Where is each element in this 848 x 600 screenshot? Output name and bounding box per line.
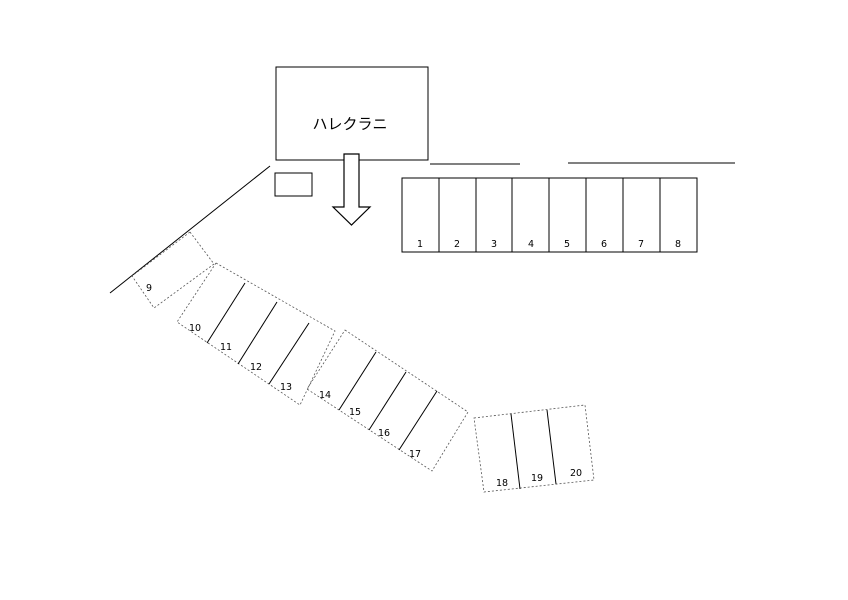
parking-row-14-17-outline [306,329,469,472]
boundary-line-left [109,165,271,294]
space-label-18: 18 [496,478,508,489]
parking-row-14-17: 14 15 16 17 [306,329,469,472]
space-label-2: 2 [454,239,460,250]
space-divider [546,409,557,485]
space-label-4: 4 [528,239,534,250]
space-label-1: 1 [417,239,423,250]
space-divider [206,282,246,344]
space-divider [368,371,407,431]
space-label-12: 12 [250,362,262,373]
space-label-8: 8 [675,239,681,250]
space-label-11: 11 [220,342,232,353]
space-label-20: 20 [570,468,582,479]
parking-row-10-13: 10 11 12 13 [176,262,336,406]
entrance-arrow-icon [331,153,372,226]
space-label-5: 5 [564,239,570,250]
parking-space-9-outline [131,231,215,309]
space-label-14: 14 [319,390,331,401]
space-label-3: 3 [491,239,497,250]
space-label-7: 7 [638,239,644,250]
space-label-9: 9 [146,283,152,294]
space-label-19: 19 [531,473,543,484]
space-label-16: 16 [378,428,390,439]
space-divider [398,390,438,451]
space-divider [510,413,521,490]
parking-row-10-13-outline [176,262,336,406]
space-label-6: 6 [601,239,607,250]
parking-row-18-20: 18 19 20 [473,404,595,493]
space-divider [237,301,278,365]
building-label: ハレクラニ [312,115,387,133]
space-label-10: 10 [189,323,201,334]
space-label-13: 13 [280,382,292,393]
small-box [274,172,313,197]
space-label-17: 17 [409,449,421,460]
space-divider [268,322,310,385]
parking-row-1-8: 1 2 3 4 5 6 7 8 [401,177,698,253]
space-divider [338,351,377,411]
building-outline [275,66,429,161]
space-label-15: 15 [349,407,361,418]
parking-space-9: 9 [131,231,215,309]
